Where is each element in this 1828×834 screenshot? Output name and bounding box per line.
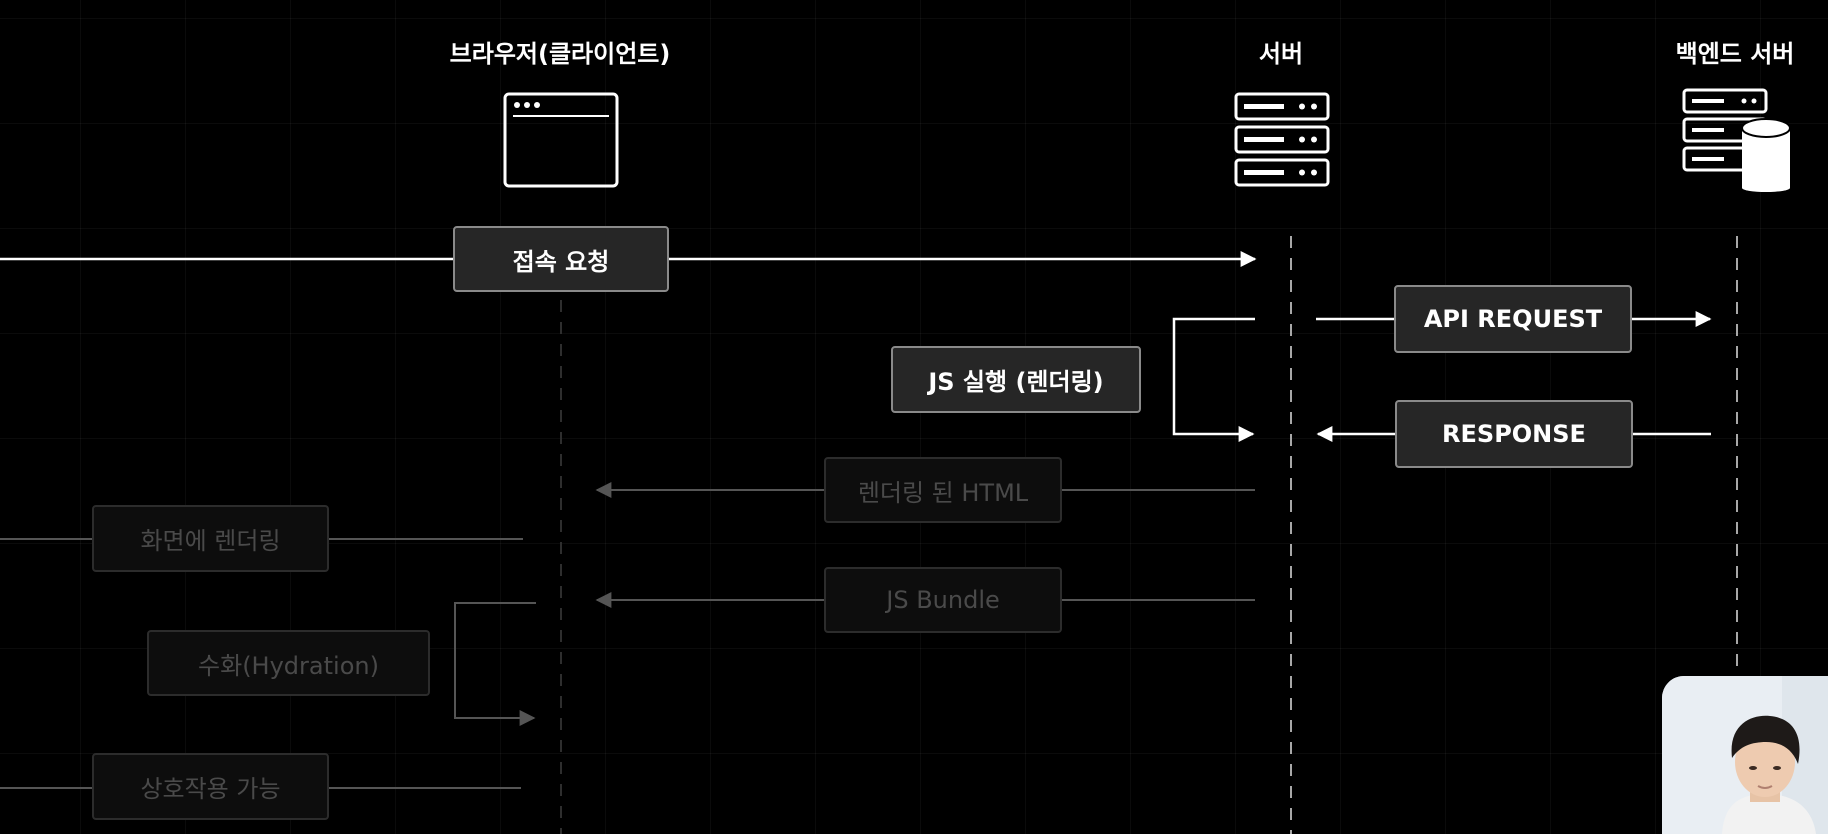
browser-window-icon: [503, 92, 619, 188]
render-on-screen-box: 화면에 렌더링: [92, 505, 329, 572]
connect-request-box: 접속 요청: [453, 226, 669, 292]
js-execution-box: JS 실행 (렌더링): [891, 346, 1141, 413]
server-rack-icon: [1234, 92, 1330, 187]
presenter-webcam: [1662, 676, 1828, 834]
server-column-title: 서버: [1258, 40, 1304, 68]
hydration-box: 수화(Hydration): [147, 630, 430, 696]
server-database-icon: [1682, 88, 1791, 192]
response-box: RESPONSE: [1395, 400, 1633, 468]
hydration-bracket: [454, 602, 536, 726]
api-request-box: API REQUEST: [1394, 285, 1632, 353]
js-execution-bracket: [1172, 317, 1255, 442]
interactive-box: 상호작용 가능: [92, 753, 329, 820]
rendered-html-box: 렌더링 된 HTML: [824, 457, 1062, 523]
backend-column-title: 백엔드 서버: [1675, 40, 1795, 68]
browser-column-title: 브라우저(클라이언트): [449, 40, 671, 68]
js-bundle-box: JS Bundle: [824, 567, 1062, 633]
presenter-avatar: [1662, 676, 1828, 834]
